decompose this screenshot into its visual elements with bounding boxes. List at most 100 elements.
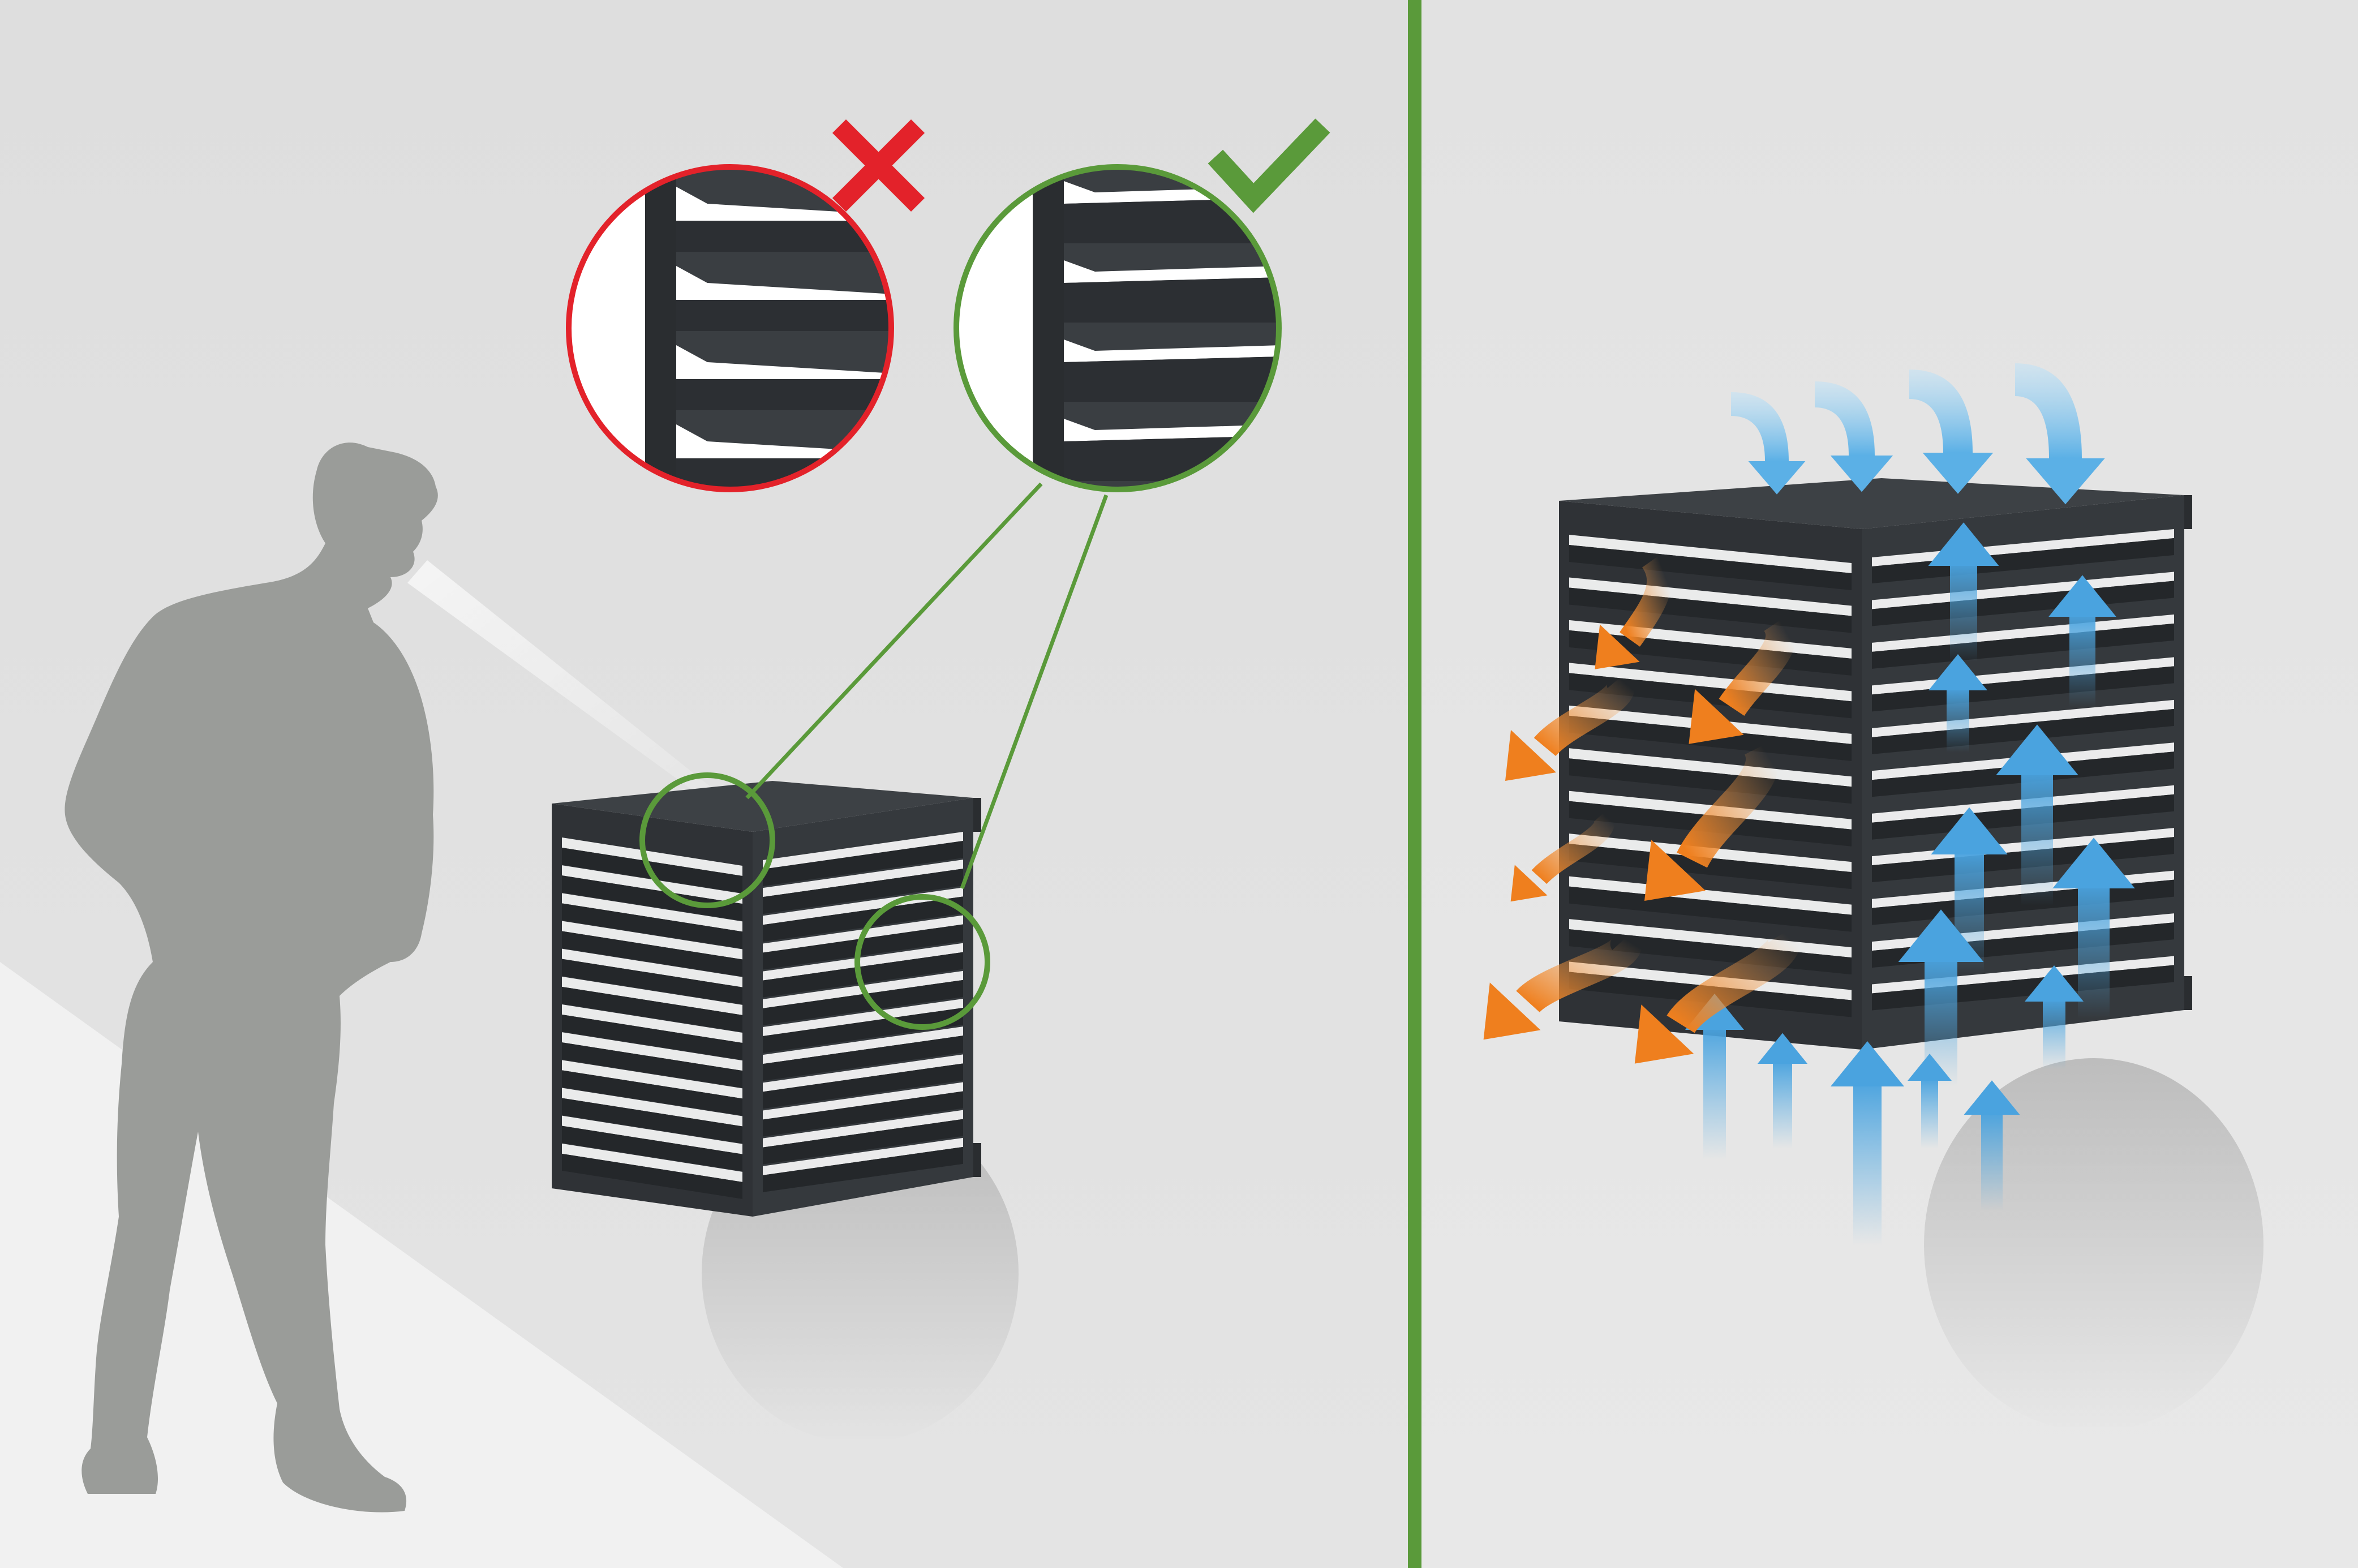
blue-arrow-icon [1996, 724, 2078, 905]
louver-slat-side [763, 1146, 963, 1192]
magnified-gap [1064, 419, 1279, 441]
louver-slat-front [562, 959, 742, 1004]
louver-gap-side [763, 1137, 963, 1175]
arrow-head [1964, 1080, 2020, 1115]
louver-gap-front [562, 1143, 742, 1182]
arrow-head [1898, 909, 1984, 962]
louver-slat-side [763, 869, 963, 914]
louver-gap-side [763, 943, 963, 981]
louver-slat-side [763, 1036, 963, 1081]
louver-gap-front [562, 893, 742, 932]
blue-arrow-icon [1731, 392, 1806, 495]
louver-gap-front [562, 837, 742, 876]
magnified-slat [676, 221, 891, 252]
left-scene [0, 118, 1330, 1568]
louver-gap-side [763, 1026, 963, 1064]
magnified-gap [1064, 260, 1279, 283]
arrow-head [1928, 522, 1999, 566]
louver-gap-front [562, 1004, 742, 1043]
arrow-shaft [1921, 1081, 1938, 1149]
louver-slat-side [763, 1091, 963, 1137]
magnified-slat [1064, 356, 1279, 402]
louver-gap-side [763, 1110, 963, 1148]
arrow-shaft [1909, 370, 1973, 453]
arrow-shaft [1773, 1064, 1792, 1149]
arrow-head [1505, 730, 1556, 781]
arrow-shaft [1950, 566, 1977, 662]
wall-bracket-top [2184, 495, 2192, 529]
louver-slat-front [562, 903, 742, 949]
louver-gap-side [763, 1054, 963, 1092]
louver-slat-front [562, 1070, 742, 1116]
zoom-marker-side [854, 894, 990, 1030]
louver-gap-front [1569, 577, 1852, 616]
louver-gap-front [562, 921, 742, 960]
magnified-slat [1064, 277, 1279, 323]
callout-ring [566, 164, 894, 492]
arrow-shaft [1534, 670, 1635, 757]
louver-gap-front [562, 1115, 742, 1154]
louver-gap-front [562, 1060, 742, 1099]
cross-icon [832, 119, 925, 212]
arrow-head [2052, 837, 2135, 888]
louver-slat-side [763, 1008, 963, 1053]
arrow-shaft [1815, 381, 1875, 456]
arrow-head [2048, 575, 2116, 617]
arrow-head [1922, 453, 1994, 494]
arrow-head [1689, 689, 1744, 744]
arrow-shaft [1981, 1115, 2003, 1211]
orange-arrow-icon [1510, 807, 1615, 902]
magnified-post [645, 167, 676, 489]
callout-correct [953, 164, 1282, 492]
magnified-gap [1064, 340, 1279, 362]
louver-slat-side [763, 896, 963, 942]
arrow-head [1757, 1033, 1808, 1064]
louver-slat-front [562, 931, 742, 977]
wall-bracket-bottom [2184, 976, 2192, 1010]
magnified-slat [676, 300, 891, 331]
louver-gap-side [1872, 572, 2174, 609]
arrow-head [1830, 456, 1893, 492]
magnified-post [1033, 167, 1064, 489]
orange-arrow-icon [1634, 925, 1801, 1064]
arrow-shaft [2078, 888, 2110, 1019]
blue-arrow-icon [1909, 370, 1994, 494]
blue-arrow-icon [2015, 363, 2105, 505]
arrow-shaft [1947, 690, 1969, 753]
wall-bracket-top [973, 798, 981, 832]
louver-slat-front [562, 1153, 742, 1199]
louver-gap-side [763, 860, 963, 897]
arrow-shaft [2021, 775, 2053, 905]
louver-slat-front [1569, 886, 1852, 932]
louver-slat-side [1872, 623, 2174, 669]
louver-gap-front [1569, 748, 1852, 787]
arrow-shaft [2043, 1002, 2065, 1069]
blue-arrow-icon [1931, 807, 2008, 973]
wall-bracket-bottom [973, 1143, 981, 1177]
louver-slat-side [1872, 538, 2174, 583]
arrow-shaft [1703, 1030, 1726, 1160]
airflow-arrows [1483, 363, 2135, 1245]
checkmark-icon [1208, 118, 1330, 213]
top-panel [1559, 478, 2184, 529]
person-body [65, 443, 438, 1513]
blue-arrow-icon [1831, 1041, 1904, 1245]
arrow-head [1510, 865, 1548, 902]
louver-gap-front [562, 976, 742, 1015]
louver-slat-side [1872, 581, 2174, 626]
louver-gap-front [1569, 663, 1852, 702]
blue-arrow-icon [2052, 837, 2135, 1019]
blue-arrow-icon [1757, 1033, 1808, 1149]
louver-slat-side [763, 1063, 963, 1109]
arrow-head [1931, 807, 2008, 854]
louver-gap-front [1569, 535, 1852, 573]
louver-slat-front [562, 1042, 742, 1088]
cover-shadow-right [1924, 1058, 2263, 1432]
zoom-marker-top [639, 772, 775, 908]
arrow-head [2026, 458, 2105, 505]
louver-slat-front [562, 1125, 742, 1171]
louver-slat-front [1569, 844, 1852, 890]
arrow-shaft [1620, 553, 1672, 647]
callout-magnified-detail [1033, 167, 1279, 489]
